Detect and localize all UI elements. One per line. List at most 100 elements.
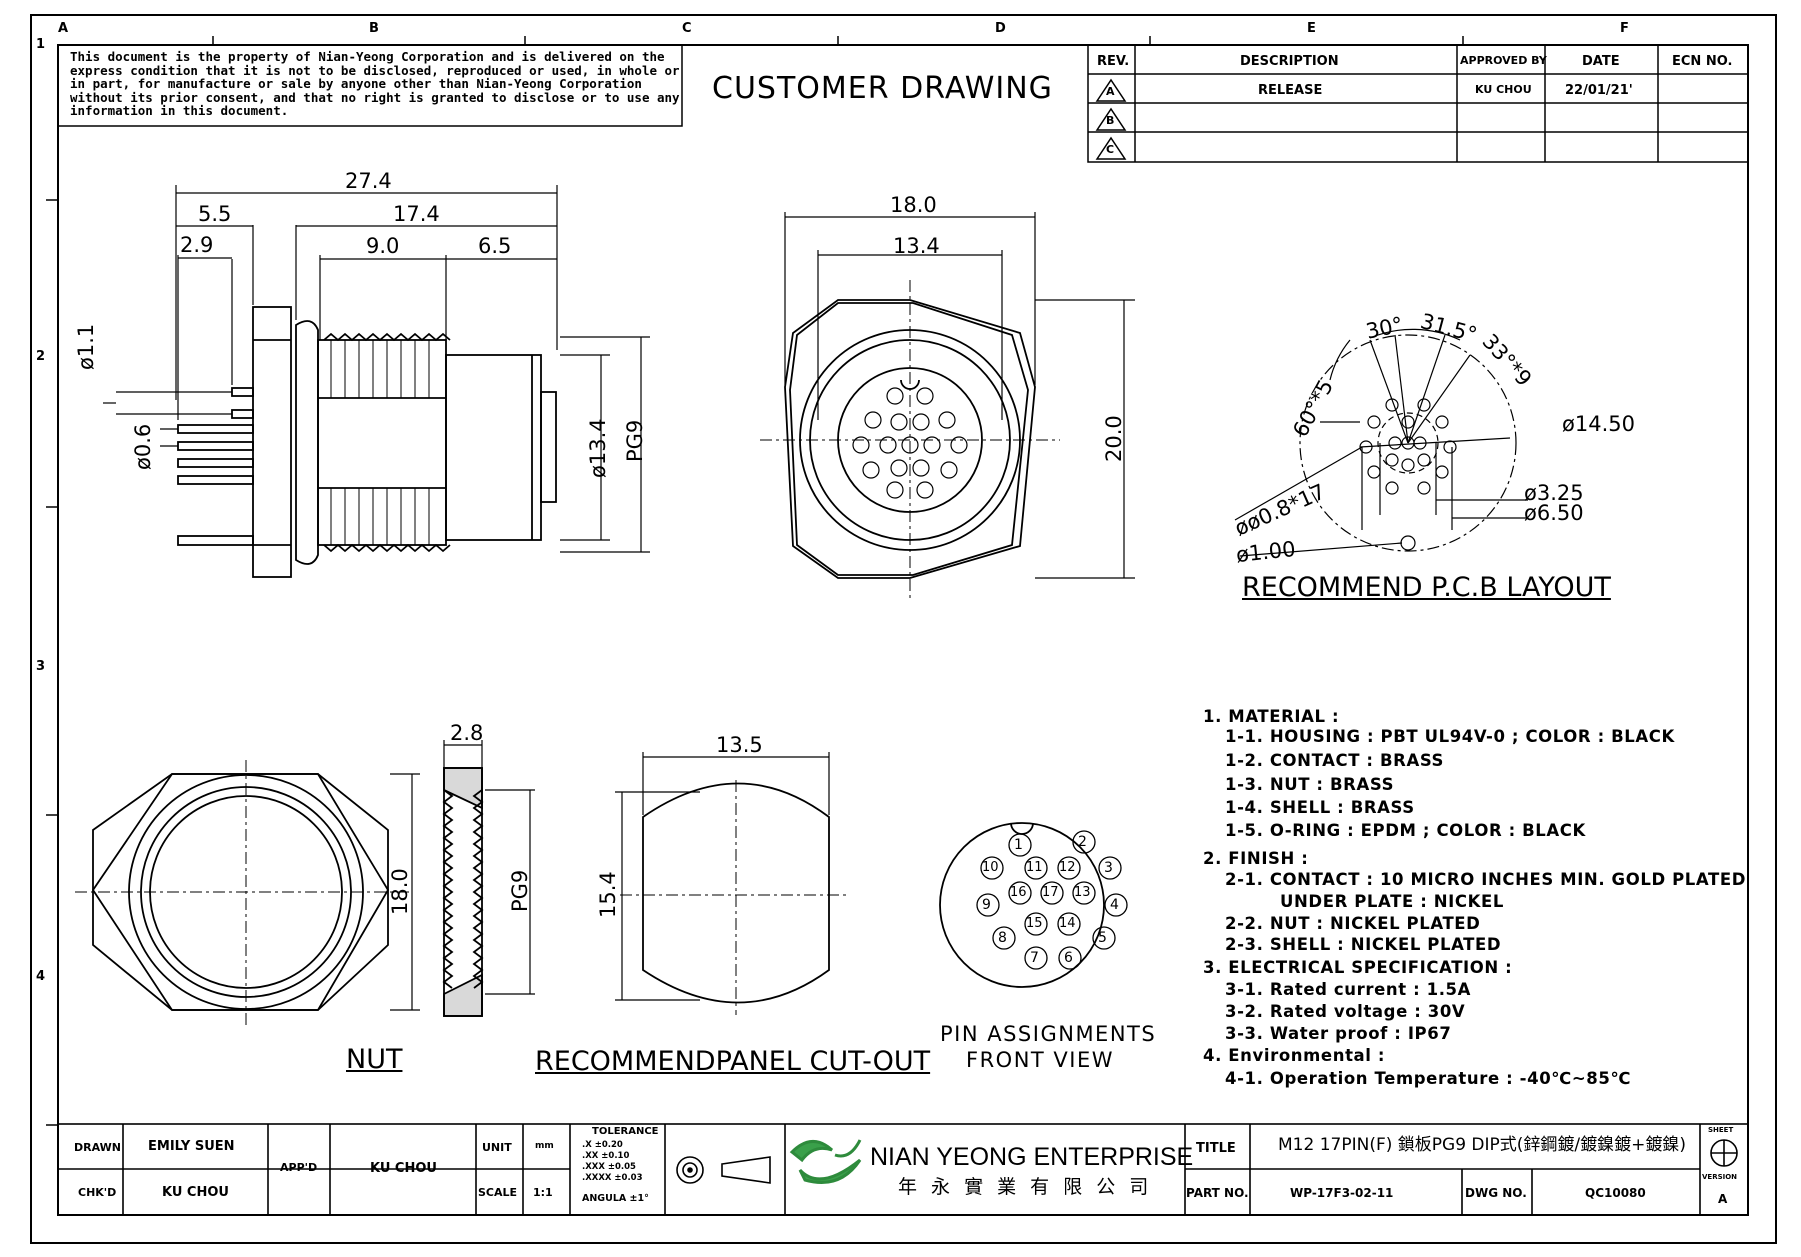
pin-4: 4 [1110, 897, 1119, 913]
grid-col-e: E [1307, 21, 1316, 36]
note-line: 4. Environmental : [1203, 1046, 1386, 1065]
rev-a-description: RELEASE [1258, 83, 1323, 98]
pin-16: 16 [1010, 885, 1027, 900]
dim-shell: 6.5 [478, 234, 512, 258]
pin-8: 8 [998, 930, 1007, 946]
pcb-dia-325: ø3.25 [1524, 481, 1584, 505]
note-line: 2-1. CONTACT : 10 MICRO INCHES MIN. GOLD… [1225, 870, 1747, 889]
dim-pin-dia-1: ø1.1 [74, 323, 98, 370]
grid-row-2: 2 [36, 349, 46, 364]
note-line: 1-1. HOUSING : PBT UL94V-0 ; COLOR : BLA… [1225, 727, 1675, 746]
note-line: 2-2. NUT : NICKEL PLATED [1225, 914, 1481, 933]
dim-panel-height: 15.4 [596, 871, 620, 918]
pin-14: 14 [1059, 916, 1076, 931]
appd-label: APP'D [280, 1161, 318, 1174]
rev-a-date: 22/01/21' [1565, 83, 1633, 98]
company-name-cn: 年 永 實 業 有 限 公 司 [898, 1176, 1153, 1198]
pin-caption-2: FRONT VIEW [966, 1048, 1115, 1072]
date-header: DATE [1582, 54, 1620, 69]
note-line: 3-2. Rated voltage : 30V [1225, 1002, 1466, 1021]
part-label: PART NO. [1186, 1186, 1249, 1200]
title-value: M12 17PIN(F) 鎖板PG9 DIP式(鋅鋼鍍/鍍鎳鍍+鍍鎳) [1278, 1135, 1686, 1155]
note-line: 1. MATERIAL : [1203, 707, 1340, 726]
scale-value: 1:1 [533, 1186, 553, 1199]
dim-shell-dia: ø13.4 [586, 418, 610, 478]
dim-thread: 9.0 [366, 234, 400, 258]
pin-6: 6 [1064, 950, 1073, 966]
version-value: A [1718, 1192, 1728, 1206]
grid-row-1: 1 [36, 37, 46, 52]
rev-a-approved: KU CHOU [1475, 83, 1532, 96]
rev-header: REV. [1097, 54, 1130, 69]
drawn-value: EMILY SUEN [148, 1139, 235, 1154]
dwg-label: DWG NO. [1465, 1186, 1527, 1200]
dim-front-height: 20.0 [1102, 415, 1126, 462]
dim-pg9: PG9 [623, 419, 647, 462]
grid-row-4: 4 [36, 969, 46, 984]
grid-col-c: C [682, 21, 692, 36]
note-line: 4-1. Operation Temperature : -40℃~85℃ [1225, 1069, 1632, 1088]
pin-3: 3 [1104, 860, 1113, 876]
pin-1: 1 [1014, 837, 1023, 853]
tolerance-1: .X ±0.20 [582, 1140, 623, 1150]
rev-a: A [1106, 85, 1115, 98]
dim-front-width: 18.0 [890, 193, 937, 217]
note-line: 2-3. SHELL : NICKEL PLATED [1225, 935, 1502, 954]
pin-11: 11 [1026, 860, 1043, 875]
note-line: 2. FINISH : [1203, 849, 1309, 868]
ecn-header: ECN NO. [1672, 54, 1733, 69]
dwg-value: QC10080 [1585, 1186, 1646, 1200]
note-line: 3-1. Rated current : 1.5A [1225, 980, 1472, 999]
part-value: WP-17F3-02-11 [1290, 1186, 1394, 1200]
note-line: 1-5. O-RING : EPDM ; COLOR : BLACK [1225, 821, 1586, 840]
pin-5: 5 [1098, 930, 1107, 946]
drawing-title: CUSTOMER DRAWING [712, 71, 1053, 106]
dim-body: 17.4 [393, 202, 440, 226]
confidentiality-notice: This document is the property of Nian-Ye… [70, 49, 680, 119]
pin-12: 12 [1059, 860, 1076, 875]
tolerance-3: .XXX ±0.05 [582, 1162, 636, 1172]
chkd-value: KU CHOU [162, 1185, 229, 1200]
rev-c: C [1106, 143, 1115, 156]
note-line: 1-3. NUT : BRASS [1225, 775, 1395, 794]
note-line: 1-2. CONTACT : BRASS [1225, 751, 1445, 770]
dim-flange: 5.5 [198, 202, 232, 226]
dim-nut-thickness: 2.8 [450, 721, 484, 745]
dim-nut-width: 18.0 [388, 868, 412, 915]
unit-label: UNIT [482, 1141, 512, 1154]
pin-15: 15 [1026, 916, 1043, 931]
chkd-label: CHK'D [78, 1186, 117, 1199]
pin-13: 13 [1074, 885, 1091, 900]
tolerance-2: .XX ±0.10 [582, 1151, 630, 1161]
grid-col-f: F [1620, 21, 1629, 36]
note-line: UNDER PLATE : NICKEL [1280, 892, 1504, 911]
tolerance-label: TOLERANCE [592, 1126, 659, 1137]
grid-col-a: A [58, 21, 69, 36]
dim-nut-pg9: PG9 [508, 869, 532, 912]
sheet-label: SHEET [1708, 1126, 1734, 1134]
note-line: 1-4. SHELL : BRASS [1225, 798, 1415, 817]
tolerance-4: .XXXX ±0.03 [582, 1173, 643, 1183]
scale-label: SCALE [478, 1186, 518, 1199]
grid-row-3: 3 [36, 659, 46, 674]
approved-header: APPROVED BY [1460, 54, 1547, 67]
pin-7: 7 [1030, 950, 1039, 966]
pin-9: 9 [982, 897, 991, 913]
rev-b: B [1106, 114, 1115, 127]
grid-col-b: B [369, 21, 379, 36]
title-label: TITLE [1196, 1141, 1236, 1156]
pcb-circle-dia: ø14.50 [1562, 412, 1635, 436]
pin-10: 10 [982, 860, 999, 875]
pin-2: 2 [1078, 834, 1087, 850]
tolerance-angle: ANGULA ±1° [582, 1193, 649, 1204]
dim-pin-length: 2.9 [180, 233, 214, 257]
unit-value: mm [535, 1141, 554, 1151]
dim-front-inner: 13.4 [893, 234, 940, 258]
pin-caption-1: PIN ASSIGNMENTS [940, 1022, 1157, 1046]
pcb-caption: RECOMMEND P.C.B LAYOUT [1242, 572, 1611, 603]
note-line: 3. ELECTRICAL SPECIFICATION : [1203, 958, 1513, 977]
drawn-label: DRAWN [74, 1141, 121, 1154]
description-header: DESCRIPTION [1240, 54, 1339, 69]
